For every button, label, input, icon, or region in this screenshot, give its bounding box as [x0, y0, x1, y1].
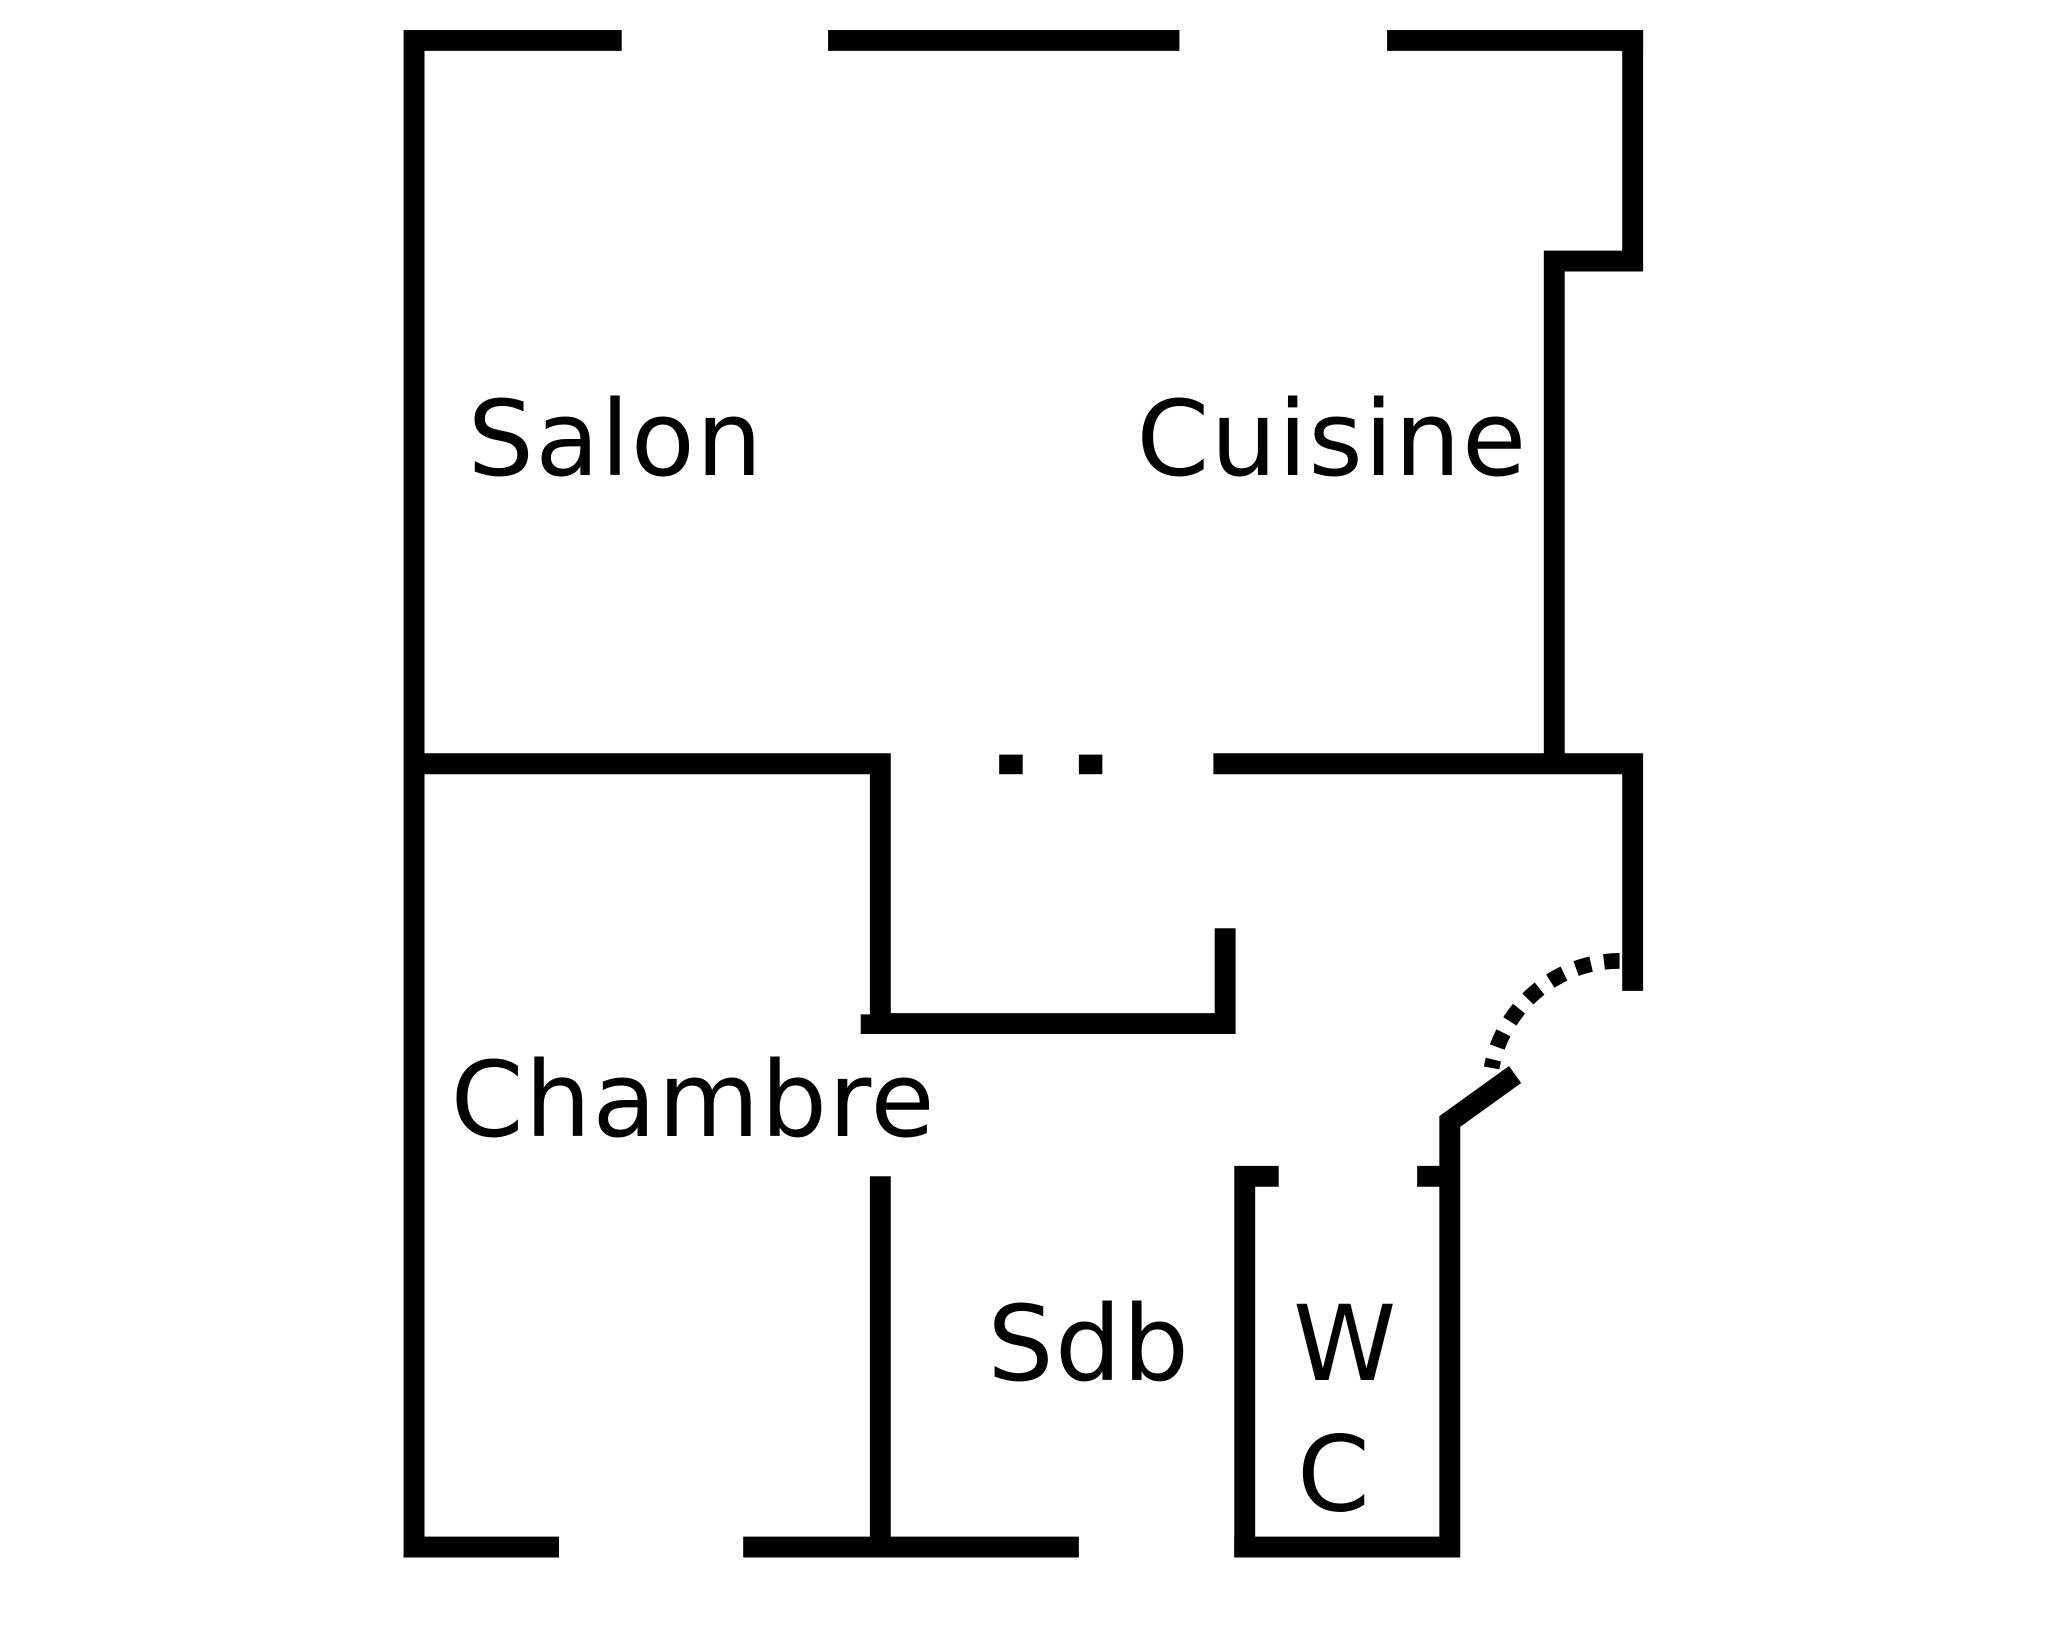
column-left: [999, 754, 1023, 775]
door-swing-arc: [1483, 953, 1620, 1070]
door-leaf: [1234, 1065, 1522, 1558]
column-right: [1078, 754, 1103, 775]
room-label-chambre: Chambre: [451, 1039, 936, 1161]
wall-salon-chambre: [414, 753, 1236, 1034]
room-label-cuisine: Cuisine: [1136, 378, 1527, 500]
room-label-sdb: Sdb: [987, 1283, 1190, 1405]
wall-top-right: [1387, 30, 1644, 764]
room-label-salon: Salon: [468, 378, 764, 500]
room-label-wc-w: W: [1293, 1283, 1398, 1405]
wall-hall-right: [1213, 753, 1644, 991]
room-label-wc-c: C: [1297, 1414, 1371, 1536]
wall-top-left: [403, 30, 622, 1558]
